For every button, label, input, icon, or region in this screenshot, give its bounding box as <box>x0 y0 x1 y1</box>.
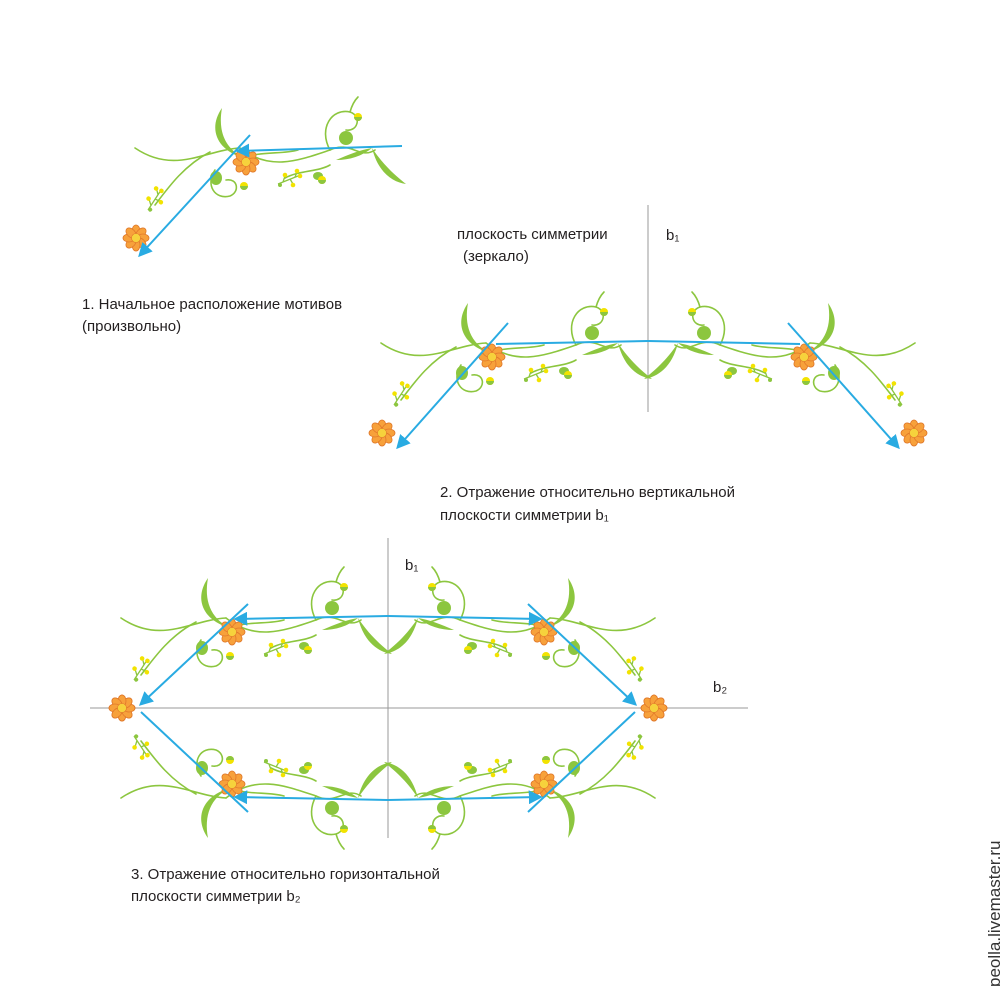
step1-arrow-top <box>235 143 403 158</box>
step2-arrow-left-diagonal <box>396 322 509 450</box>
step3-caption-line2: плоскости симметрии b₂ <box>131 888 301 905</box>
step1-caption-line2: (произвольно) <box>82 318 182 335</box>
step2-arrow-right-diagonal <box>787 322 900 450</box>
step2-figure <box>369 205 927 450</box>
step3-axis-b1-label: b₁ <box>405 557 419 574</box>
plane-label-line1: плоскость симметрии <box>457 226 608 243</box>
step3-motif-bottom-right <box>384 695 667 849</box>
step2-caption-line2: плоскости симметрии b₁ <box>440 507 609 524</box>
step3-arrow-tl-top <box>233 611 389 626</box>
step3-motif-top-left <box>109 567 392 721</box>
step3-arrow-tr-diagonal <box>527 603 638 706</box>
step3-arrow-bl-top <box>233 790 389 805</box>
step3-arrow-tr-top <box>387 611 543 626</box>
step3-arrow-bl-diagonal <box>140 711 249 813</box>
step2-motif-left-half <box>369 292 652 450</box>
step2-motif-right-half <box>644 292 927 450</box>
watermark: peolla.livemaster.ru <box>985 840 1000 987</box>
step3-arrow-br-diagonal <box>527 711 636 813</box>
step3-axis-b2-label: b₂ <box>713 679 728 696</box>
step1-caption-line1: 1. Начальное расположение мотивов <box>82 296 343 313</box>
step1-motif <box>123 97 406 258</box>
step3-motif-top-right <box>384 567 667 721</box>
step3-motif-bottom-left <box>109 695 392 849</box>
plane-label-line2: (зеркало) <box>463 248 529 265</box>
step3-arrow-br-top <box>387 790 543 805</box>
step3-figure <box>90 538 748 849</box>
step2-axis-b1-label: b₁ <box>666 227 680 244</box>
step3-arrow-tl-diagonal <box>138 603 249 706</box>
step2-arrow-right-top <box>647 340 801 345</box>
step2-arrow-left-top <box>495 340 649 345</box>
step1-arrow-diagonal <box>138 134 251 258</box>
step2-caption-line1: 2. Отражение относительно вертикальной <box>440 484 735 501</box>
step3-caption-line1: 3. Отражение относительно горизонтальной <box>131 866 440 883</box>
